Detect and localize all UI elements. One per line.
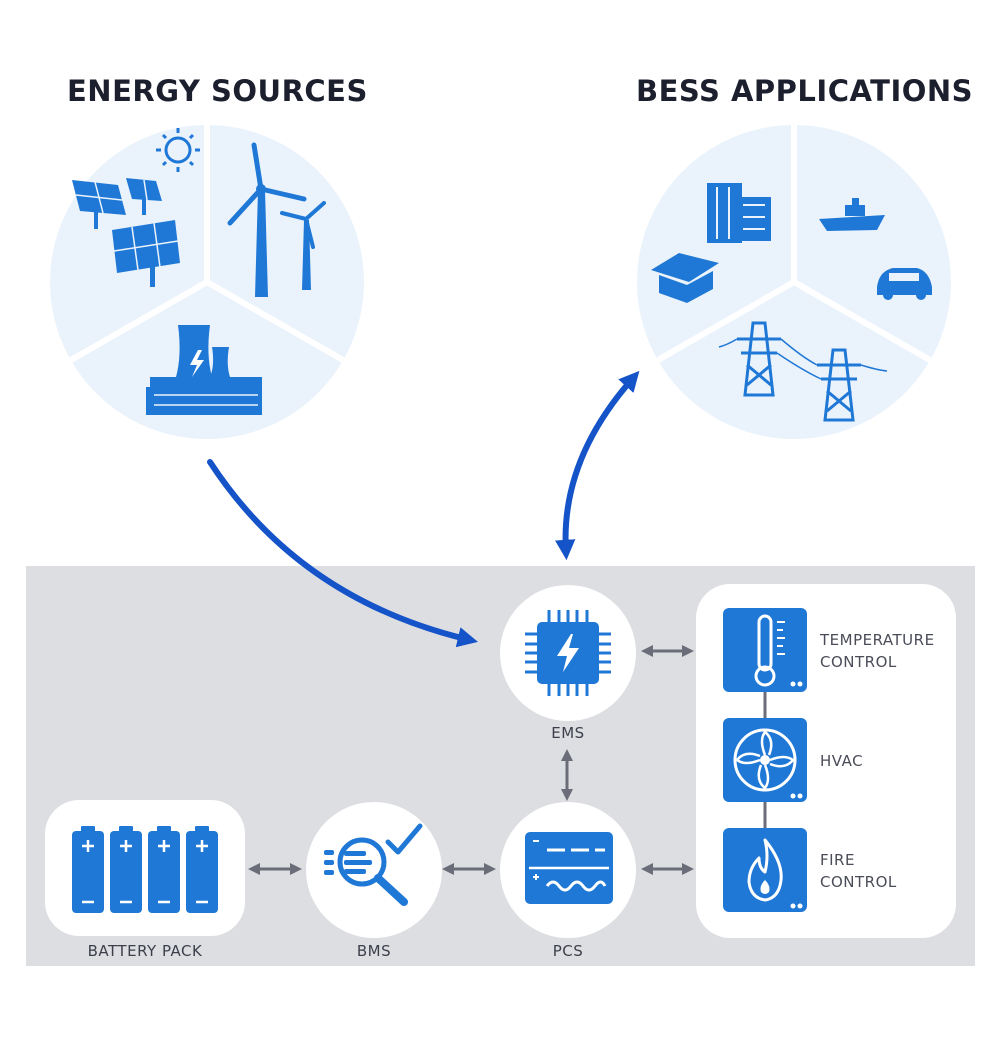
temperature-control-label: TEMPERATURE CONTROL	[820, 629, 935, 673]
wind-turbine-icon	[227, 142, 326, 297]
ems-chip-icon	[525, 610, 611, 696]
building-icon	[707, 183, 771, 243]
bms-label: BMS	[356, 942, 392, 960]
fire-control-label-line2: CONTROL	[820, 873, 897, 891]
temperature-control-label-line1: TEMPERATURE	[820, 631, 935, 649]
ship-icon	[819, 198, 885, 231]
application-output-arrow	[555, 370, 640, 561]
bess-applications-circle	[637, 125, 951, 439]
pcs-label: PCS	[552, 942, 584, 960]
bms-icon	[324, 823, 423, 906]
battery-pack-label: BATTERY PACK	[87, 942, 203, 960]
energy-sources-heading: ENERGY SOURCES	[67, 74, 368, 108]
temperature-control-label-line2: CONTROL	[820, 653, 897, 671]
power-plant-icon	[146, 325, 262, 415]
fan-icon	[733, 728, 803, 799]
battery-icon	[72, 826, 218, 913]
fire-control-label: FIRE CONTROL	[820, 849, 897, 893]
sun-icon	[156, 128, 200, 172]
fire-control-label-line1: FIRE	[820, 851, 855, 869]
temperature-control-tile	[723, 608, 807, 692]
hvac-label: HVAC	[820, 752, 864, 770]
house-icon	[651, 253, 719, 303]
ems-label: EMS	[551, 724, 585, 742]
pcs-icon	[525, 832, 613, 904]
power-line-icon	[718, 321, 888, 422]
flame-icon	[747, 838, 803, 909]
bess-applications-heading: BESS APPLICATIONS	[636, 74, 974, 108]
thermometer-icon	[754, 614, 803, 687]
energy-sources-circle	[50, 125, 364, 439]
